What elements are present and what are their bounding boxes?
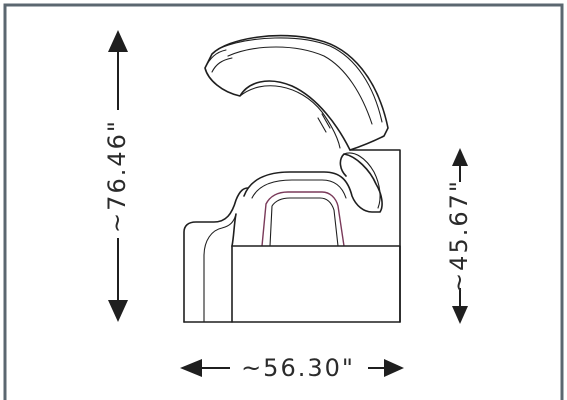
arrow-down-icon <box>452 306 468 324</box>
armrest-inner <box>251 179 347 199</box>
height-total-arrow <box>108 30 128 322</box>
arrow-left-icon <box>180 359 202 377</box>
height-total-label: ~76.46" <box>103 119 131 233</box>
arrow-up-icon <box>108 30 128 52</box>
hood-inner-curve <box>239 85 341 149</box>
hood-rim-inner <box>227 46 373 125</box>
seat-back-inner-line <box>269 197 339 247</box>
arrow-up-icon <box>452 148 468 166</box>
rear-column <box>349 149 401 323</box>
arrow-right-icon <box>384 359 404 377</box>
height-seat-label: ~45.67" <box>445 179 473 293</box>
side-panel <box>183 187 249 323</box>
side-panel-inner <box>203 213 237 323</box>
seat-back-cushion <box>261 191 345 247</box>
hood-rim <box>219 37 383 123</box>
width-arrow <box>180 359 404 377</box>
armrest-top <box>243 153 383 213</box>
chair-drawing <box>183 34 401 323</box>
hood-joint-pad <box>343 152 381 209</box>
seat-base-front <box>231 213 237 247</box>
width-label: ~56.30" <box>241 354 355 382</box>
outer-frame <box>3 3 564 400</box>
arrow-down-icon <box>108 300 128 322</box>
seat-base <box>183 245 401 323</box>
height-seat-arrow <box>452 148 468 324</box>
hood-vent-marks <box>317 113 331 133</box>
hood-tip <box>204 49 233 73</box>
back-hood <box>204 34 389 151</box>
